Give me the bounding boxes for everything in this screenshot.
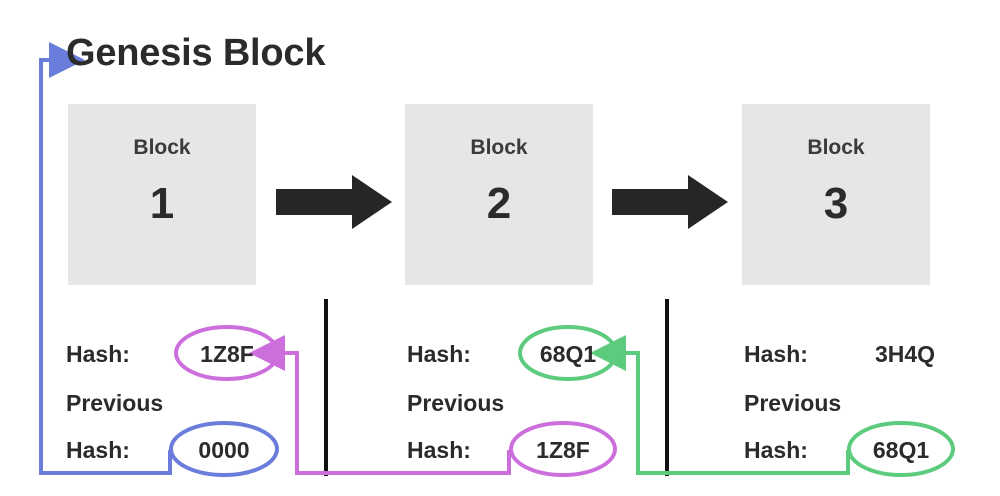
- block-3-hash-label: Hash:: [744, 341, 808, 367]
- block-3-number: 3: [823, 179, 849, 228]
- block-2-box: Block 2: [405, 104, 593, 285]
- block-3-previous-hash-value: 68Q1: [872, 437, 930, 463]
- block-2-hash-value: 68Q1: [539, 341, 597, 367]
- block-2-previous-label: Previous: [407, 390, 505, 416]
- block-2-hash-label: Hash:: [407, 341, 471, 367]
- block-1-label: Block: [133, 136, 191, 159]
- genesis-block-title: Genesis Block: [66, 32, 326, 74]
- block-3-hash-value: 3H4Q: [874, 341, 936, 367]
- block-3-previous-label: Previous: [744, 390, 842, 416]
- block-2-label: Block: [470, 136, 528, 159]
- block-1-previous-label: Previous: [66, 390, 164, 416]
- block-1-box: Block 1: [68, 104, 256, 285]
- block-1-previous-hash-label: Hash:: [66, 437, 130, 463]
- block-2-number: 2: [486, 179, 512, 228]
- block-3-previous-hash-label: Hash:: [744, 437, 808, 463]
- block-3-box: Block 3: [742, 104, 930, 285]
- block-3-label: Block: [807, 136, 865, 159]
- block-1-number: 1: [149, 179, 175, 228]
- block-2-previous-hash-value: 1Z8F: [536, 437, 590, 463]
- block-1-hash-value: 1Z8F: [200, 341, 254, 367]
- block-1-hash-label: Hash:: [66, 341, 130, 367]
- block-1-previous-hash-value: 0000: [198, 437, 250, 463]
- block-2-previous-hash-label: Hash:: [407, 437, 471, 463]
